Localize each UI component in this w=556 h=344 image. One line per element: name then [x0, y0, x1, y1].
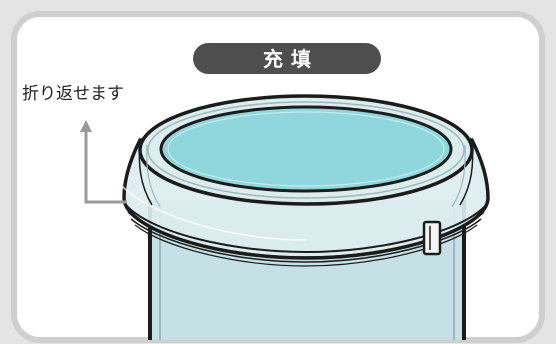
title-text: 充填	[263, 46, 319, 71]
liquid-surface	[159, 105, 453, 193]
tab-clip-icon	[422, 220, 442, 256]
up-arrow-icon	[80, 120, 127, 204]
title-badge: 充填	[193, 43, 381, 74]
callout-label: 折り返せます	[22, 84, 124, 104]
rim-ridges	[138, 139, 474, 208]
